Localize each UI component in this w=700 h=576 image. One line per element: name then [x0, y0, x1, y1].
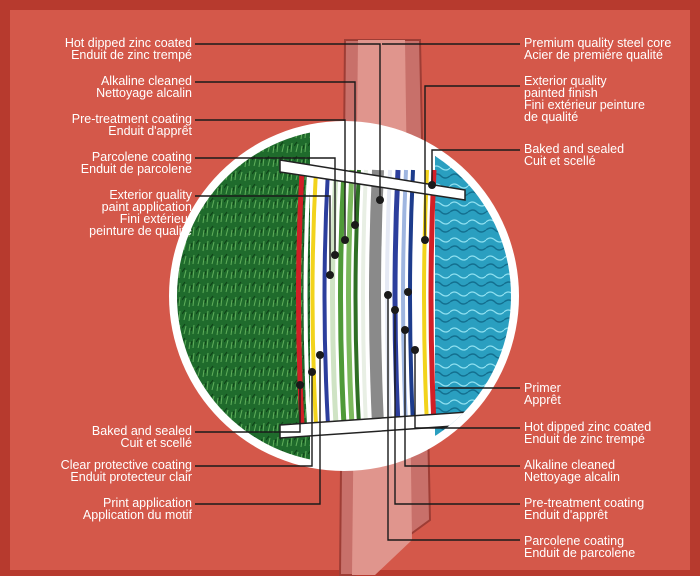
label-pre-treatment-right: Pre-treatment coating Enduit d'apprêt: [524, 497, 644, 521]
label-fr: Nettoyage alcalin: [524, 471, 620, 483]
label-fr: Cuit et scellé: [524, 155, 624, 167]
label-print-application-left: Print application Application du motif: [83, 497, 192, 521]
label-alkaline-cleaned-left: Alkaline cleaned Nettoyage alcalin: [96, 75, 192, 99]
label-pre-treatment-left: Pre-treatment coating Enduit d'apprêt: [72, 113, 192, 137]
label-fr: Enduit d'apprêt: [524, 509, 644, 521]
label-fr: Acier de première qualité: [524, 49, 671, 61]
label-exterior-paint-left: Exterior quality paint application Fini …: [89, 189, 192, 237]
label-baked-sealed-right: Baked and sealed Cuit et scellé: [524, 143, 624, 167]
label-parcolene-right: Parcolene coating Enduit de parcolene: [524, 535, 635, 559]
label-baked-sealed-left: Baked and sealed Cuit et scellé: [92, 425, 192, 449]
label-fr: Enduit de zinc trempé: [65, 49, 192, 61]
label-steel-core-right: Premium quality steel core Acier de prem…: [524, 37, 671, 61]
label-fr-2: peinture de qualité: [89, 225, 192, 237]
label-fr: Apprêt: [524, 394, 561, 406]
label-hot-dipped-zinc-right: Hot dipped zinc coated Enduit de zinc tr…: [524, 421, 651, 445]
label-parcolene-left: Parcolene coating Enduit de parcolene: [81, 151, 192, 175]
label-painted-finish-right: Exterior quality painted finish Fini ext…: [524, 75, 645, 123]
label-fr: Enduit de parcolene: [81, 163, 192, 175]
label-clear-protective-left: Clear protective coating Enduit protecte…: [61, 459, 192, 483]
label-hot-dipped-zinc-left: Hot dipped zinc coated Enduit de zinc tr…: [65, 37, 192, 61]
label-fr: Enduit de zinc trempé: [524, 433, 651, 445]
label-primer-right: Primer Apprêt: [524, 382, 561, 406]
label-fr: Enduit d'apprêt: [72, 125, 192, 137]
label-fr: Nettoyage alcalin: [96, 87, 192, 99]
label-fr: Application du motif: [83, 509, 192, 521]
label-fr: Enduit protecteur clair: [61, 471, 192, 483]
label-fr: Enduit de parcolene: [524, 547, 635, 559]
label-fr: Cuit et scellé: [92, 437, 192, 449]
label-fr-2: de qualité: [524, 111, 645, 123]
label-alkaline-cleaned-right: Alkaline cleaned Nettoyage alcalin: [524, 459, 620, 483]
